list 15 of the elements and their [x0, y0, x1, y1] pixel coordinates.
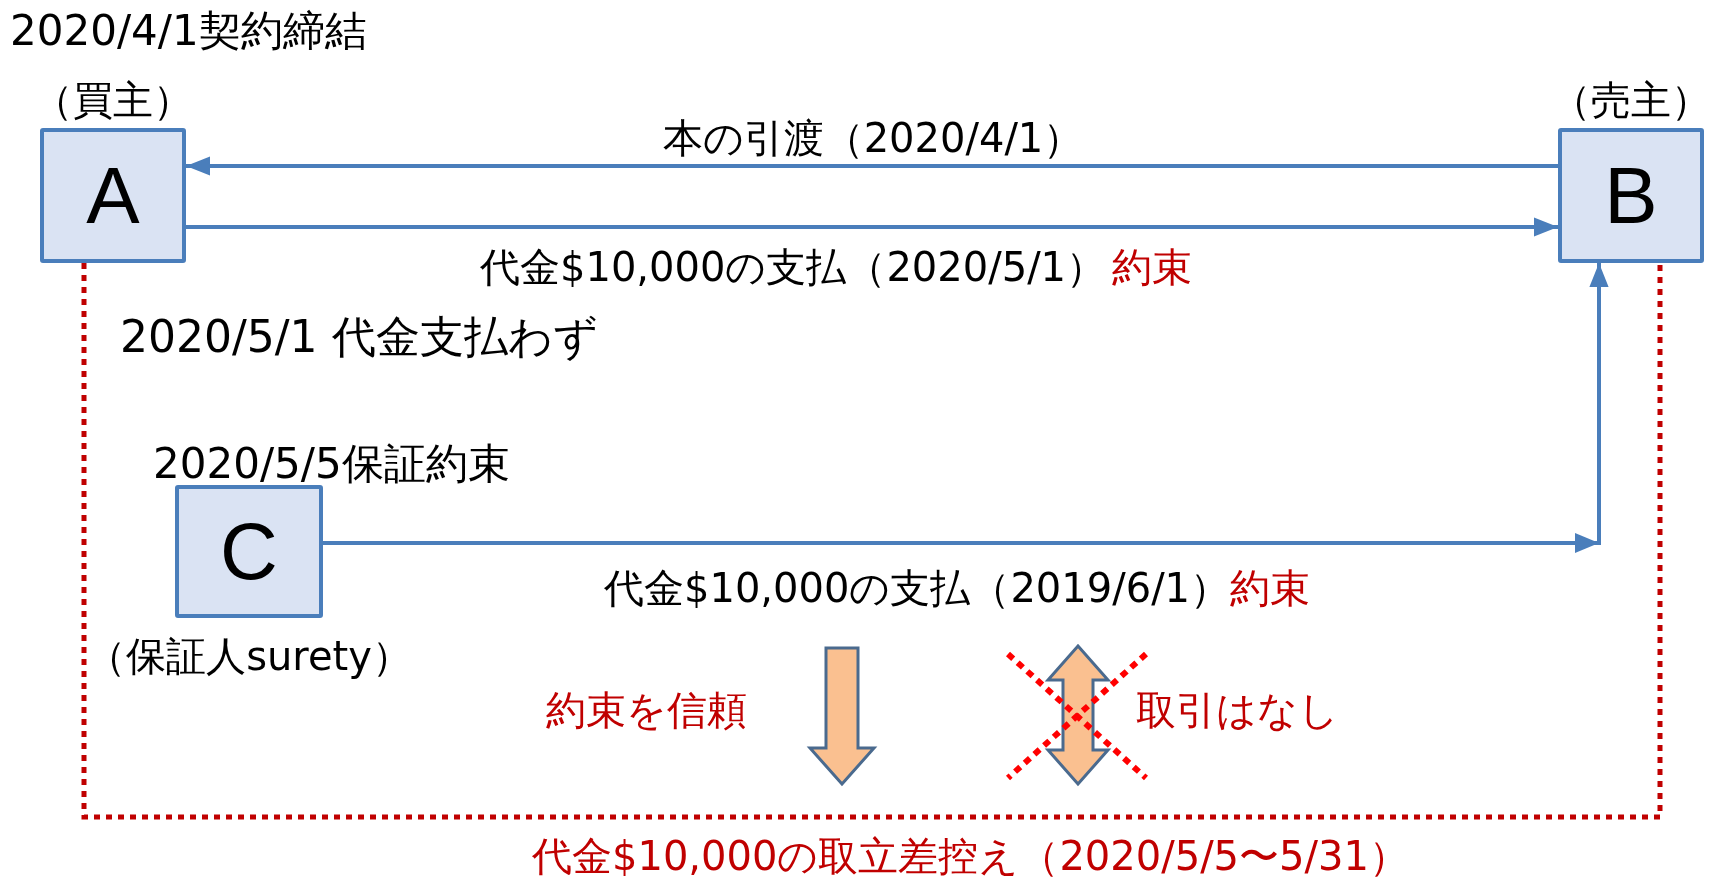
date-note: 2020/4/1契約締結	[10, 10, 367, 52]
dotted-connector	[81, 263, 1663, 820]
note-text: 約束	[1112, 247, 1192, 287]
box-letter: A	[85, 155, 141, 236]
date-note: 2020/5/5保証約束	[153, 443, 510, 485]
role-label: （売主）	[1551, 80, 1711, 120]
role-label: （買主）	[33, 80, 193, 120]
note-text: 2020/5/1 代金支払わず	[120, 315, 598, 359]
note-text: 約束を信頼	[546, 690, 747, 730]
box-letter: C	[219, 511, 279, 592]
arrow	[186, 156, 1558, 176]
arrow	[186, 217, 1558, 237]
note-text: 取引はなし	[1136, 690, 1339, 730]
note-text: 約束	[1230, 568, 1310, 608]
box-letter: B	[1603, 155, 1659, 236]
